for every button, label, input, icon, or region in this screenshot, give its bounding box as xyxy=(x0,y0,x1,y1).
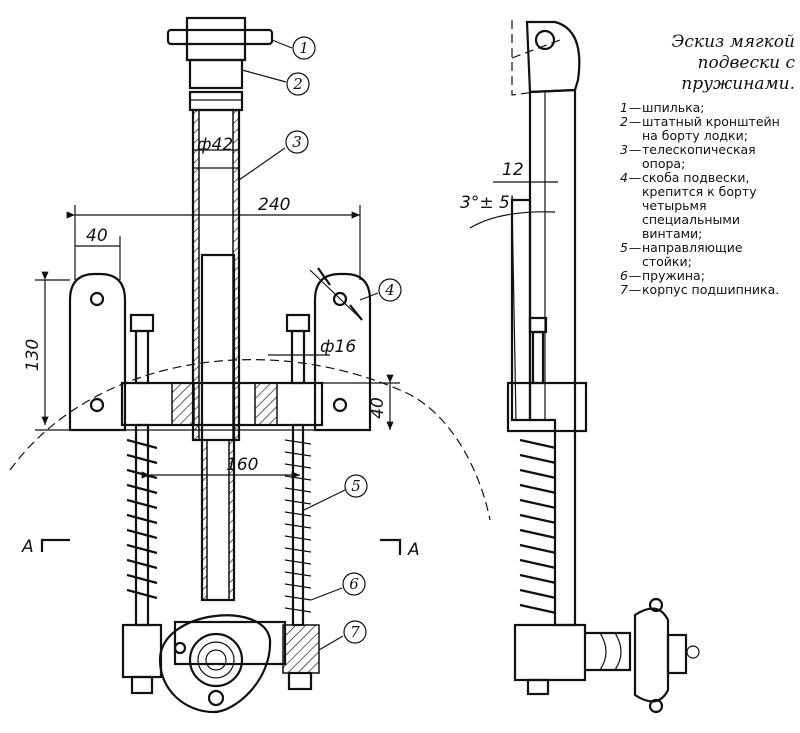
legend-item-text: направляющие стойки; xyxy=(642,240,743,269)
legend-item: 1—шпилька; xyxy=(614,101,795,115)
dim-width-160: 160 xyxy=(226,455,258,475)
callout-6: 6 xyxy=(349,575,359,593)
legend-dash: — xyxy=(628,240,642,255)
dim-rod-diameter: ф16 xyxy=(320,337,356,357)
callout-4: 4 xyxy=(384,281,395,299)
dim-offset-12: 12 xyxy=(502,160,524,180)
legend-item: 5—направляющие стойки; xyxy=(614,241,795,269)
legend-item: 3—телескопическая опора; xyxy=(614,143,795,171)
legend-dash: — xyxy=(628,282,642,297)
dim-height-130: 130 xyxy=(23,339,43,371)
callout-2: 2 xyxy=(292,75,303,93)
legend-item-num: 3 xyxy=(620,142,628,157)
dim-width-40: 40 xyxy=(86,226,108,246)
section-mark-right: A xyxy=(407,540,420,560)
legend-item: 7—корпус подшипника. xyxy=(614,283,795,297)
legend-dash: — xyxy=(628,268,642,283)
front-view: ф42 240 40 130 ф16 40 160 A A xyxy=(9,16,491,714)
legend-item-text: пружина; xyxy=(642,268,705,283)
legend-dash: — xyxy=(628,142,642,157)
legend-dash: — xyxy=(628,114,642,129)
side-view: 12 3°± 5' xyxy=(460,20,700,714)
legend-item-text: шпилька; xyxy=(642,100,705,115)
legend-item-num: 6 xyxy=(620,268,628,283)
legend-item-text: телескопическая опора; xyxy=(642,142,756,171)
legend-item-text: скоба подвески, крепится к борту четырьм… xyxy=(642,170,757,241)
legend-dash: — xyxy=(628,170,642,185)
callout-1: 1 xyxy=(299,39,309,57)
legend-item-text: штатный кронштейн на борту лодки; xyxy=(642,114,780,143)
legend-item-num: 5 xyxy=(620,240,628,255)
dim-width-240: 240 xyxy=(258,195,290,215)
legend: Эскиз мягкой подвески с пружинами. 1—шпи… xyxy=(610,32,795,297)
section-mark-left: A xyxy=(21,537,34,557)
legend-dash: — xyxy=(628,100,642,115)
dim-tube-diameter: ф42 xyxy=(197,135,233,155)
legend-title: Эскиз мягкой подвески с пружинами. xyxy=(671,32,795,94)
legend-item: 6—пружина; xyxy=(614,269,795,283)
dim-angle: 3°± 5' xyxy=(460,193,514,213)
callout-3: 3 xyxy=(292,133,302,151)
legend-item-num: 2 xyxy=(620,114,628,129)
callout-5: 5 xyxy=(351,477,361,495)
legend-item-num: 7 xyxy=(620,282,628,297)
callout-7: 7 xyxy=(350,623,360,641)
dim-height-40: 40 xyxy=(368,397,388,419)
callouts: 1 2 3 4 5 6 7 xyxy=(238,36,402,651)
legend-item-num: 1 xyxy=(620,100,628,115)
legend-item-text: корпус подшипника. xyxy=(642,282,780,297)
legend-item-num: 4 xyxy=(620,170,628,185)
legend-item: 4—скоба подвески, крепится к борту четыр… xyxy=(614,171,795,241)
legend-item: 2—штатный кронштейн на борту лодки; xyxy=(614,115,795,143)
